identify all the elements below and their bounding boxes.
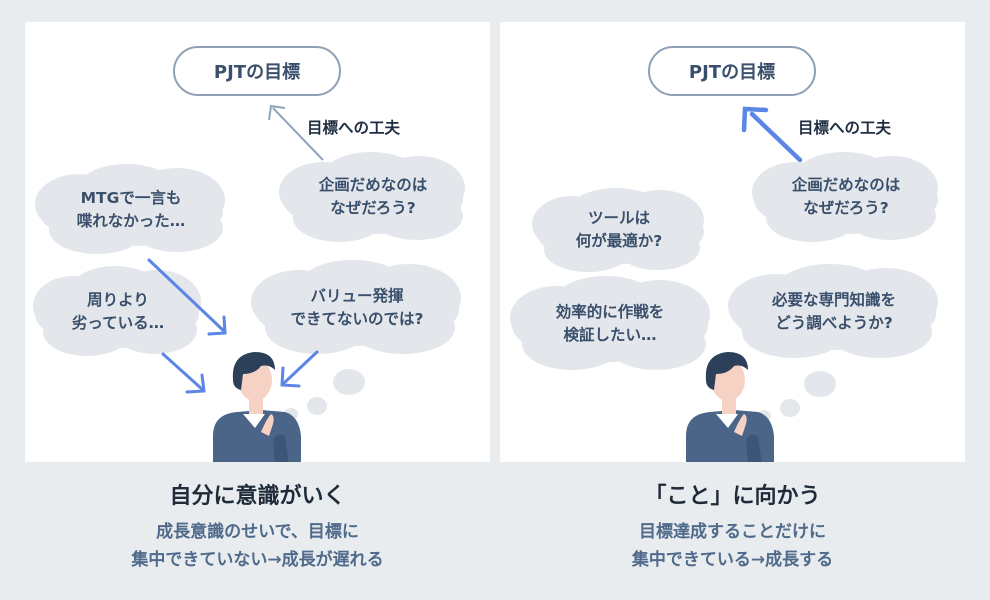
goal-pill: PJTの目標 [173,46,341,96]
thought-cloud: 企画だめなのは なぜだろう? [273,148,473,246]
thought-cloud: 効率的に作戦を 検証したい… [502,272,718,376]
thin-arrow-head [268,104,286,121]
cloud-shape [510,276,710,370]
cloud-text: バリュー発揮 できてないのでは? [290,287,424,328]
kufu-label: 目標への工夫 [798,119,892,137]
cloud-shape [251,260,461,354]
left-caption-desc: 成長意識のせいで、目標に 集中できていない→成長が遅れる [131,522,384,570]
thought-cloud: MTGで一言も 喋れなかった… [27,160,235,260]
cloud-text: ツールは 何が最適か? [575,209,663,250]
cloud-text: 周りより 劣っている… [71,291,165,332]
cloud-text: MTGで一言も 喋れなかった… [76,189,186,230]
cloud-shape [752,152,938,242]
cloud-text: 必要な専門知識を どう調べようか? [771,291,896,332]
thought-cloud: 必要な専門知識を どう調べようか? [720,260,948,364]
cloud-shape [35,164,225,254]
blue-arrows [147,258,319,394]
right-caption-title: 「こと」に向かう [644,484,821,509]
cloud-text: 企画だめなのは なぜだろう? [791,176,901,217]
right-caption-desc: 目標達成することだけに 集中できている→成長する [631,522,834,570]
arrows-layer [741,106,803,163]
thought-cloud: バリュー発揮 できてないのでは? [243,256,471,360]
thick-arrow-head [741,106,769,133]
goal-pill: PJTの目標 [648,46,816,96]
thin-arrow-line [272,107,324,161]
cloud-shape [279,152,465,242]
thought-cloud: 企画だめなのは なぜだろう? [744,148,948,246]
cloud-shape [532,188,704,272]
left-panel: PJTの目標 目標への工夫 MTGで一言も 喋れなかった… [25,22,490,462]
cloud-shape [728,264,938,358]
thinking-person-illustration [686,352,774,462]
cloud-text: 企画だめなのは なぜだろう? [318,176,428,217]
thought-cloud: 周りより 劣っている… [27,262,209,362]
thinking-person-illustration [213,352,301,462]
thought-cloud: ツールは 何が最適か? [526,182,712,278]
thought-dots [284,369,365,420]
cloud-shape [33,266,201,356]
left-caption-title: 自分に意識がいく [169,484,346,509]
thick-arrow-line [749,111,803,163]
cloud-text: 効率的に作戦を 検証したい… [555,303,665,344]
right-panel: PJTの目標 目標への工夫 ツールは 何が最適か? [500,22,965,462]
arrows-layer [268,104,324,161]
kufu-label: 目標への工夫 [307,119,401,137]
